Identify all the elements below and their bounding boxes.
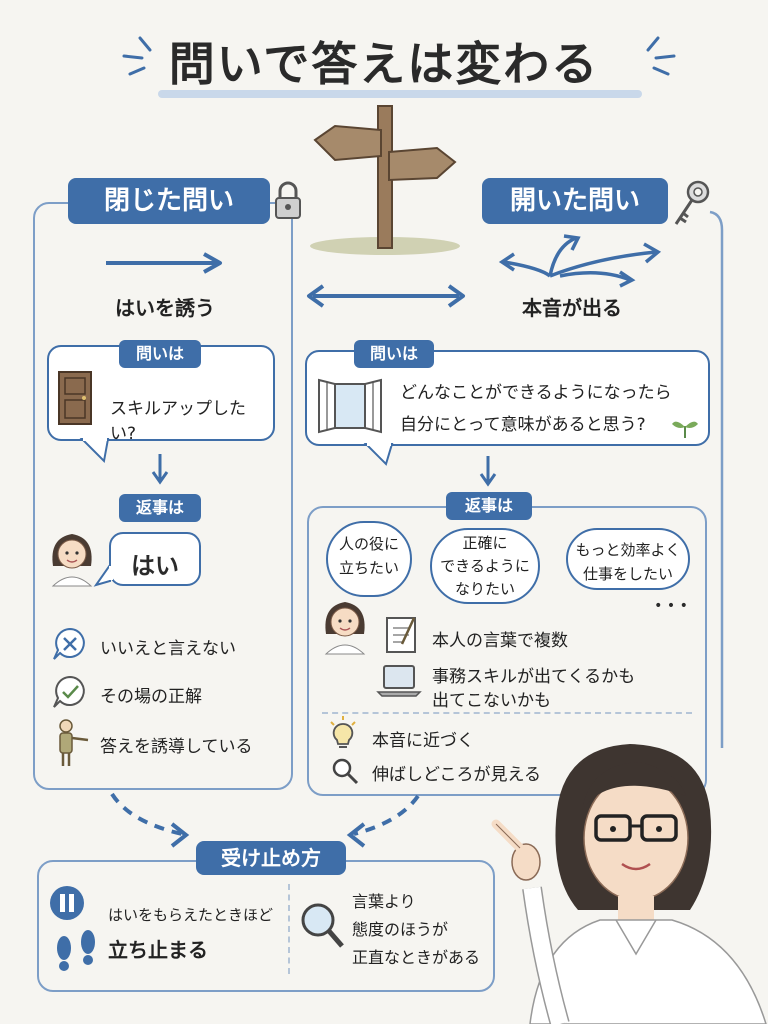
- open-answer-bubble-1: [326, 521, 412, 597]
- door-icon: [58, 371, 92, 425]
- receive-right-line-1: 言葉より: [352, 892, 416, 911]
- title-underline: [158, 90, 642, 98]
- closed-answer-text: はい: [131, 552, 179, 580]
- key-icon: [674, 180, 710, 225]
- page-title: 問いで答えは変わる: [168, 37, 600, 91]
- bubble-tail: [93, 561, 113, 587]
- guiding-person-icon: [59, 719, 89, 766]
- receive-left-line-2: 立ち止まる: [108, 938, 208, 962]
- bubble-tail: [363, 442, 394, 466]
- footprints-icon: [57, 930, 95, 971]
- open-effect-text: 本音が出る: [522, 296, 622, 320]
- arrow-down-icon: [151, 454, 169, 485]
- double-arrow-icon: [307, 284, 465, 308]
- check-icon: [53, 675, 85, 708]
- closed-point-2: その場の正解: [100, 687, 202, 707]
- open-question-label: 問いは: [354, 340, 434, 368]
- open-answer-2-text: 正確にできるようになりたい: [440, 534, 530, 598]
- pause-icon: [50, 886, 84, 920]
- receive-left-line-1: はいをもらえたときほど: [108, 906, 274, 924]
- receive-divider: [288, 884, 290, 974]
- open-point-1: 本音に近づく: [372, 731, 474, 751]
- closed-question-header: 閉じた問い: [68, 178, 270, 224]
- receive-right-line-3: 正直なときがある: [352, 948, 481, 967]
- receive-right-line-2: 態度のほうが: [352, 920, 449, 939]
- presenter-illustration: [491, 744, 767, 1024]
- open-question-header: 開いた問い: [482, 178, 668, 224]
- woman-avatar: [324, 602, 366, 655]
- open-note-2-line-1: 事務スキルが出てくるかも: [432, 667, 636, 687]
- open-answer-3-text: もっと効率よく仕事をしたい: [575, 541, 681, 583]
- branching-arrows-icon: [498, 234, 662, 288]
- cross-icon: [53, 627, 85, 660]
- closed-effect-text: はいを誘う: [115, 296, 215, 320]
- open-point-2: 伸ばしどころが見える: [372, 765, 541, 785]
- open-window-icon: [318, 378, 382, 434]
- lock-icon: [275, 181, 301, 219]
- open-answer-1-text: 人の役に立ちたい: [338, 535, 399, 577]
- lightbulb-icon: [330, 716, 356, 748]
- closed-answer-label: 返事は: [119, 494, 201, 522]
- open-answer-bubble-2: [430, 528, 540, 604]
- title-sparkle-left: [122, 36, 152, 76]
- laptop-icon: [376, 665, 422, 697]
- notepad-icon: [386, 617, 416, 653]
- title-sparkle-right: [646, 36, 676, 76]
- arrow-down-icon: [479, 456, 497, 487]
- open-note-1: 本人の言葉で複数: [432, 631, 568, 651]
- open-question-line-1: どんなことができるようになったら: [400, 383, 672, 403]
- open-answer-label: 返事は: [446, 492, 532, 520]
- open-answer-bubble-3: [566, 528, 690, 590]
- receive-header: 受け止め方: [196, 841, 346, 875]
- open-question-line-2: 自分にとって意味があると思う?: [400, 415, 646, 435]
- signpost-icon: [310, 105, 460, 255]
- ellipsis: • • •: [654, 598, 688, 614]
- arrow-right-icon: [106, 252, 222, 274]
- closed-answer-bubble: [109, 532, 201, 586]
- magnifier-icon: [301, 903, 344, 948]
- woman-avatar: [51, 534, 93, 587]
- closed-question-label: 問いは: [119, 340, 201, 368]
- closed-point-1: いいえと言えない: [100, 639, 236, 659]
- closed-question-text: スキルアップしたい?: [110, 399, 246, 444]
- sprout-icon: [672, 421, 698, 438]
- magnifier-icon: [332, 758, 359, 785]
- closed-point-3: 答えを誘導している: [100, 737, 253, 757]
- bubble-tail: [79, 437, 110, 464]
- open-note-2-line-2: 出てこないかも: [432, 691, 551, 711]
- divider: [322, 712, 692, 714]
